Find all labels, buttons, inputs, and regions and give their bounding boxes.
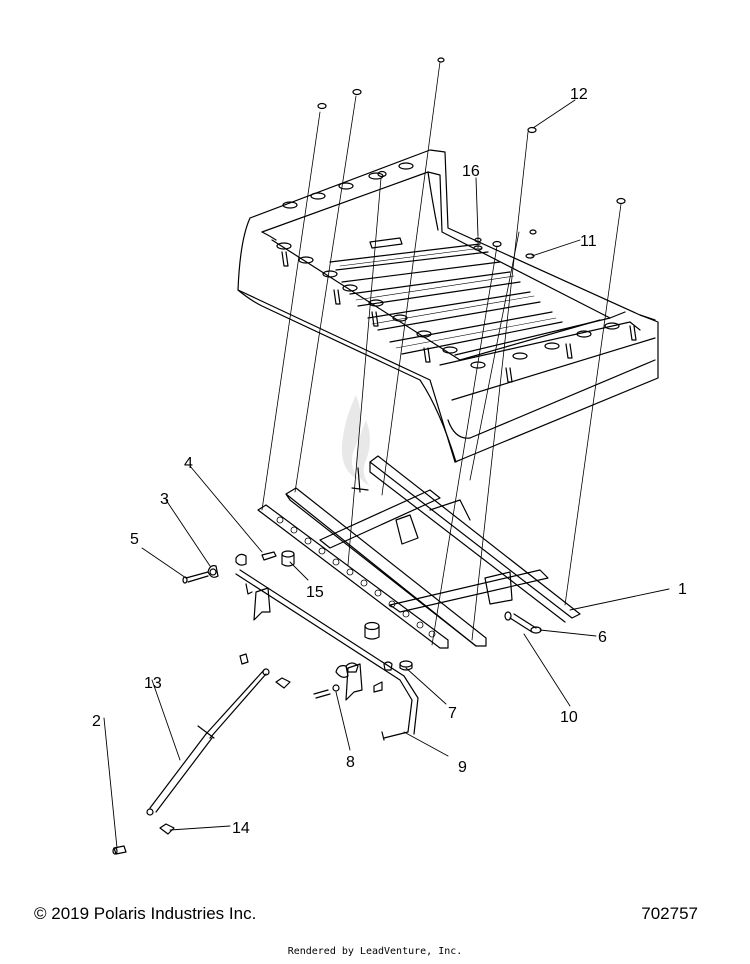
copyright-text: © 2019 Polaris Industries Inc.	[34, 904, 257, 923]
callout-10: 10	[560, 709, 578, 726]
callout-5: 5	[130, 531, 139, 548]
bed-frame	[257, 455, 581, 649]
callout-4: 4	[184, 455, 193, 472]
bracket-14	[159, 653, 291, 835]
rivets-12	[317, 57, 626, 248]
callout-12: 12	[570, 86, 588, 103]
callout-11: 11	[580, 233, 597, 250]
callout-14: 14	[232, 820, 250, 837]
cargo-box	[237, 149, 659, 463]
spacer-15	[281, 550, 380, 640]
callout-13: 13	[144, 675, 162, 692]
latch-rod-9	[235, 569, 419, 741]
watermark-logo	[341, 395, 370, 486]
parts-diagram: 1 2 3 4 5 6 7 8 9 10 11 12 13 14 15 16	[92, 57, 687, 855]
leader-lines	[103, 99, 670, 849]
gas-strut-13	[146, 668, 270, 816]
diagram-number: 702757	[641, 904, 698, 923]
rendered-by-text: Rendered by LeadVenture, Inc.	[287, 946, 463, 957]
bolt-5	[182, 571, 209, 584]
callout-15: 15	[306, 584, 324, 601]
callout-2: 2	[92, 713, 101, 730]
callout-16: 16	[462, 163, 480, 180]
callout-9: 9	[458, 759, 467, 776]
nut-8	[313, 684, 340, 699]
callout-6: 6	[598, 629, 607, 646]
callout-1: 1	[678, 581, 687, 598]
callout-numbers: 1 2 3 4 5 6 7 8 9 10 11 12 13 14 15 16	[92, 86, 687, 837]
pin-2	[112, 845, 127, 855]
bushing-3	[207, 565, 219, 578]
bolt-10	[504, 611, 537, 633]
latch-bracket	[245, 583, 383, 701]
clip-7	[345, 660, 413, 673]
washers-16-11	[473, 237, 535, 259]
assembly-guide-lines	[261, 61, 622, 646]
callout-8: 8	[346, 754, 355, 771]
callout-3: 3	[160, 491, 169, 508]
callout-7: 7	[448, 705, 457, 722]
pin-4	[235, 551, 277, 566]
